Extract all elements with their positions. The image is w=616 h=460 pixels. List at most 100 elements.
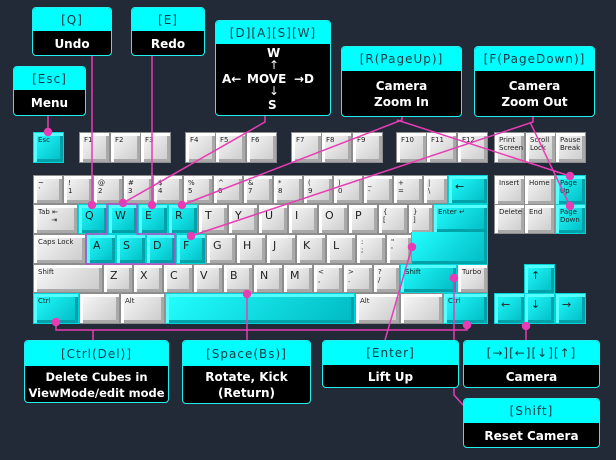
callout-key: [Space(Bs)] (183, 341, 310, 366)
callout-line: Zoom Out (501, 95, 568, 109)
key-u: U (258, 204, 288, 234)
callout-e: [E] Redo (131, 7, 205, 56)
connector-space (242, 289, 252, 340)
key-←: ← (448, 175, 488, 204)
move-right-label: →D (294, 72, 315, 86)
key-g: G (206, 234, 236, 264)
key-scroll-lock: Scroll Lock (525, 132, 556, 163)
callout-space: [Space(Bs)] Rotate, Kick (Return) (182, 340, 311, 404)
key-f8: F8 (321, 132, 352, 163)
connector-e (147, 55, 157, 210)
callout-key: [Enter] (323, 341, 458, 365)
key-_--: _ - (363, 175, 393, 204)
key-k: K (296, 234, 326, 264)
key-→: → (555, 293, 586, 324)
callout-action: Menu (30, 96, 69, 110)
key-+-=: + = (393, 175, 423, 204)
callout-key: [→][←][↓][↑] (464, 341, 599, 365)
key-c: C (163, 264, 193, 293)
key-{-[: { [ (378, 204, 408, 234)
key-l: L (326, 234, 356, 264)
key-x: X (133, 264, 163, 293)
callout-action: Undo (54, 36, 90, 51)
key-o: O (318, 204, 348, 234)
key-alt: Alt (120, 293, 165, 324)
key-tab-⇤-⇥: Tab ⇤ ⇥ (33, 204, 78, 234)
arrow-up-icon: ↑ (269, 58, 280, 72)
key-pause-break: Pause Break (555, 132, 586, 163)
key-^-6: ^ 6 (213, 175, 243, 204)
callout-line: Rotate, Kick (205, 370, 288, 384)
move-center-label: MOVE (247, 72, 287, 86)
key-shift: Shift (400, 264, 457, 293)
key-h: H (236, 234, 266, 264)
key-f1: F1 (79, 132, 110, 163)
key-f6: F6 (246, 132, 277, 163)
key-z: Z (103, 264, 133, 293)
callout-action: Redo (150, 36, 186, 51)
key-caps-lock: Caps Lock (33, 234, 86, 264)
callout-key: [Ctrl(Del)] (25, 341, 168, 366)
callout-line: Camera (375, 79, 428, 93)
key-}-]: } ] (408, 204, 433, 234)
key-↓: ↓ (524, 293, 555, 324)
callout-key: [F(PageDown)] (475, 47, 594, 71)
move-down-label: S (268, 98, 277, 112)
key-enter-↵: Enter ↵ (433, 204, 488, 233)
callout-line: Delete Cubes in (45, 369, 148, 384)
move-left-label: A← (222, 72, 242, 86)
callout-move: [D][A][S][W] W ↑ A← MOVE →D ↓ S (215, 20, 331, 116)
callout-shift: [Shift] Reset Camera (463, 398, 600, 448)
key-delete: Delete (494, 204, 525, 234)
key-v: V (193, 264, 223, 293)
callout-line: (Return) (217, 386, 276, 400)
key-s: S (116, 234, 146, 264)
connector-pagedown (186, 116, 575, 241)
key-enter-lower (411, 232, 488, 265)
callout-arrows: [→][←][↓][↑] Camera (463, 340, 600, 388)
key-end: End (524, 204, 555, 234)
arrow-down-icon: ↓ (269, 84, 280, 98)
key-f3: F3 (140, 132, 171, 163)
key-@-2: @ 2 (93, 175, 123, 204)
key-shift: Shift (33, 264, 103, 293)
connector-q (87, 55, 97, 210)
callout-esc: [Esc] Menu (13, 66, 86, 116)
key-f4: F4 (185, 132, 216, 163)
callout-action: Lift Up (367, 369, 414, 384)
key-b: B (223, 264, 253, 293)
callout-line: ViewMode/edit mode (28, 385, 165, 400)
callout-action: Camera (505, 369, 558, 384)
key-print-screen: Print Screen (494, 132, 525, 163)
key-blank (79, 293, 120, 324)
key-:-;: : ; (356, 234, 386, 264)
callout-key: [E] (132, 8, 204, 31)
key-n: N (253, 264, 283, 293)
callout-key: [R(PageUp)] (342, 47, 461, 71)
key-i: I (288, 204, 318, 234)
connector-pageup (177, 116, 575, 210)
callout-q: [Q] Undo (32, 7, 112, 56)
key-j: J (266, 234, 296, 264)
connector-move (85, 115, 266, 265)
connector-esc (43, 115, 53, 137)
key-w: W (108, 204, 138, 234)
connector-arrows (521, 321, 531, 340)
key-$-4: $ 4 (153, 175, 183, 204)
key-|-\: | \ (423, 175, 448, 204)
key-m: M (283, 264, 313, 293)
move-compass: W ↑ A← MOVE →D ↓ S (216, 44, 330, 115)
callout-key: [Shift] (464, 399, 599, 423)
callout-enter: [Enter] Lift Up (322, 340, 459, 388)
move-up-label: W (267, 46, 281, 60)
connector-enter (384, 242, 417, 341)
key-<-,: < , (313, 264, 343, 293)
callout-line: Camera (508, 79, 561, 93)
key-f7: F7 (291, 132, 322, 163)
connector-shift (449, 273, 464, 406)
